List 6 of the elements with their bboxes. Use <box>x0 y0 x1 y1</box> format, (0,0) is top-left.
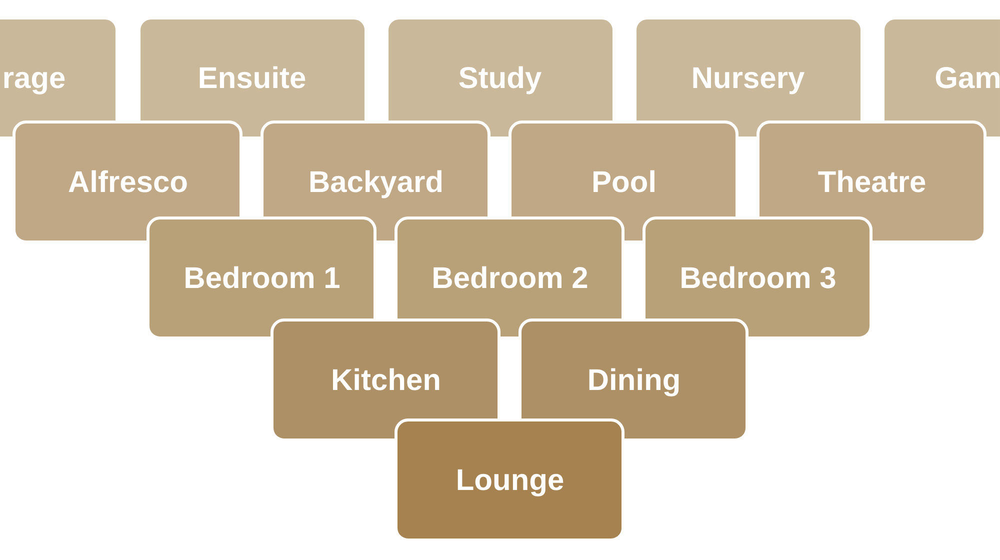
room-box: Dining <box>518 318 748 442</box>
room-box: Lounge <box>394 418 624 542</box>
room-box: Bedroom 1 <box>146 216 376 340</box>
room-box: Kitchen <box>270 318 500 442</box>
room-box: Alfresco <box>12 120 242 244</box>
room-box: Bedroom 3 <box>642 216 872 340</box>
